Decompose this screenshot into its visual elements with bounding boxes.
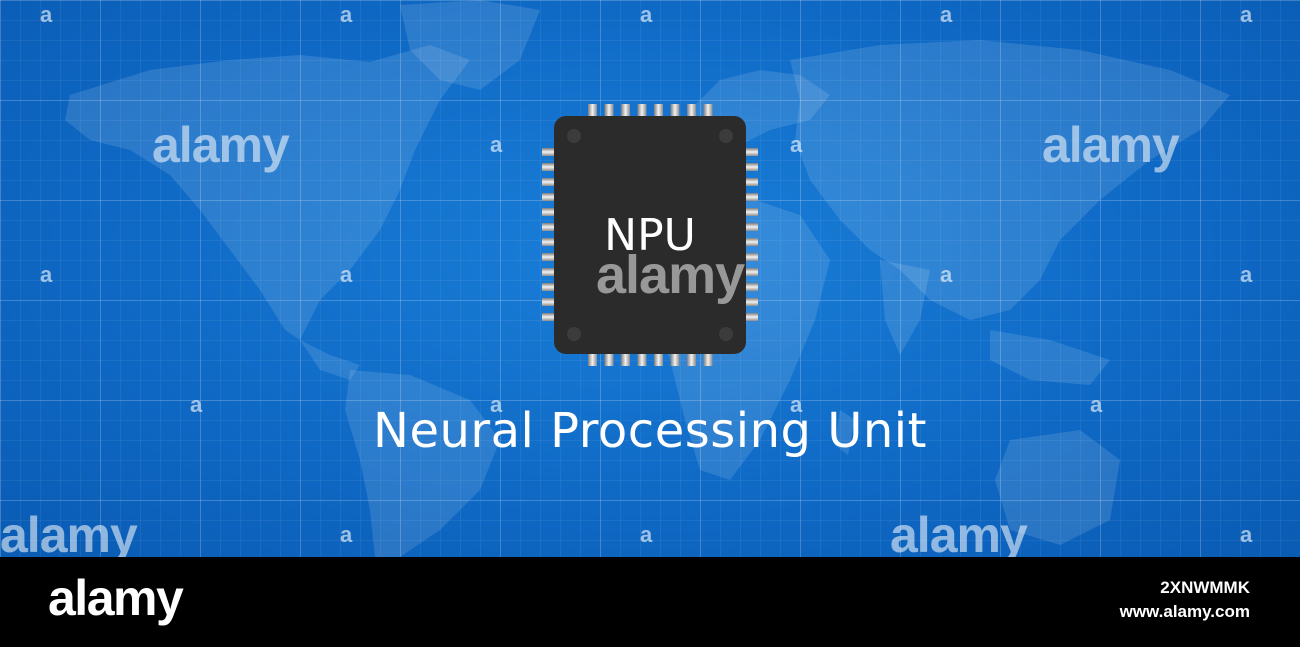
chip-pin <box>542 268 562 276</box>
watermark-letter: a <box>340 2 352 27</box>
image-id: 2XNWMMK <box>1160 578 1250 597</box>
chip-pin <box>588 104 597 124</box>
chip-pin <box>588 346 597 366</box>
watermark-letter: a <box>40 2 52 27</box>
footer-bar: alamy 2XNWMMK www.alamy.com <box>0 557 1300 647</box>
chip-pin <box>637 104 647 124</box>
world-map-silhouette <box>65 0 1230 557</box>
chip-pin <box>542 163 562 171</box>
chip-corner-dot <box>567 327 581 341</box>
chip-pin <box>654 346 663 366</box>
chip-pin <box>542 283 562 291</box>
chip-pin <box>738 178 758 186</box>
watermark-letter: a <box>790 132 802 157</box>
chip-pin <box>738 163 758 171</box>
watermark-letter: a <box>1240 262 1252 287</box>
watermark-letter: a <box>490 392 502 417</box>
chip-pin <box>703 104 713 124</box>
watermark-letter: a <box>1240 522 1252 547</box>
watermark-letter: a <box>340 262 352 287</box>
chip-pin <box>604 346 614 366</box>
chip-pin <box>703 346 713 366</box>
chip-pin <box>637 346 647 366</box>
chip-pin <box>738 193 758 201</box>
chip-pin <box>542 253 562 261</box>
chip-corner-dot <box>719 129 733 143</box>
watermark-letter: a <box>640 522 652 547</box>
chip-pin <box>738 238 758 246</box>
blueprint-background: NPU Neural Processing Unit a a a a a ala… <box>0 0 1300 557</box>
watermark-letter: a <box>790 392 802 417</box>
npu-chip-graphic: NPU <box>542 104 758 366</box>
chip-pin <box>687 346 696 366</box>
watermark-letter: a <box>1240 2 1252 27</box>
chip-pin <box>738 223 758 231</box>
watermark-word: alamy <box>152 117 290 173</box>
chip-pin <box>670 104 680 124</box>
chip-pin <box>542 208 562 216</box>
chip-pin <box>738 148 758 156</box>
chip-pin <box>687 104 696 124</box>
chip-pin <box>654 104 663 124</box>
chip-pin <box>542 313 562 321</box>
chip-pin <box>670 346 680 366</box>
chip-pin <box>621 104 630 124</box>
chip-pin <box>542 178 562 186</box>
watermark-word: alamy <box>596 245 745 305</box>
chip-corner-dot <box>719 327 733 341</box>
chip-pin <box>542 298 562 306</box>
chip-pin <box>542 148 562 156</box>
chip-pin <box>542 238 562 246</box>
chip-pin <box>542 223 562 231</box>
headline: Neural Processing Unit <box>373 403 927 459</box>
watermark-word: alamy <box>0 507 138 557</box>
watermark-letter: a <box>940 262 952 287</box>
chip-label: NPU <box>604 210 696 261</box>
chip-pin <box>738 313 758 321</box>
site-url: www.alamy.com <box>1119 602 1250 621</box>
chip-pin <box>738 298 758 306</box>
chip-pin <box>738 268 758 276</box>
watermark-word: alamy <box>890 507 1028 557</box>
watermark-letter: a <box>640 2 652 27</box>
watermark-letter: a <box>340 522 352 547</box>
watermark-letter: a <box>940 2 952 27</box>
chip-body <box>554 116 746 354</box>
watermark-letter: a <box>490 132 502 157</box>
chip-corner-dot <box>567 129 581 143</box>
chip-pin <box>542 193 562 201</box>
watermark-letter: a <box>190 392 202 417</box>
chip-pin <box>738 208 758 216</box>
watermark-letter: a <box>40 262 52 287</box>
brand-logo: alamy <box>48 570 184 626</box>
chip-pin <box>738 253 758 261</box>
chip-pin <box>738 283 758 291</box>
chip-pin <box>604 104 614 124</box>
chip-pin <box>621 346 630 366</box>
watermark-letter: a <box>1090 392 1102 417</box>
watermark-word: alamy <box>1042 117 1180 173</box>
